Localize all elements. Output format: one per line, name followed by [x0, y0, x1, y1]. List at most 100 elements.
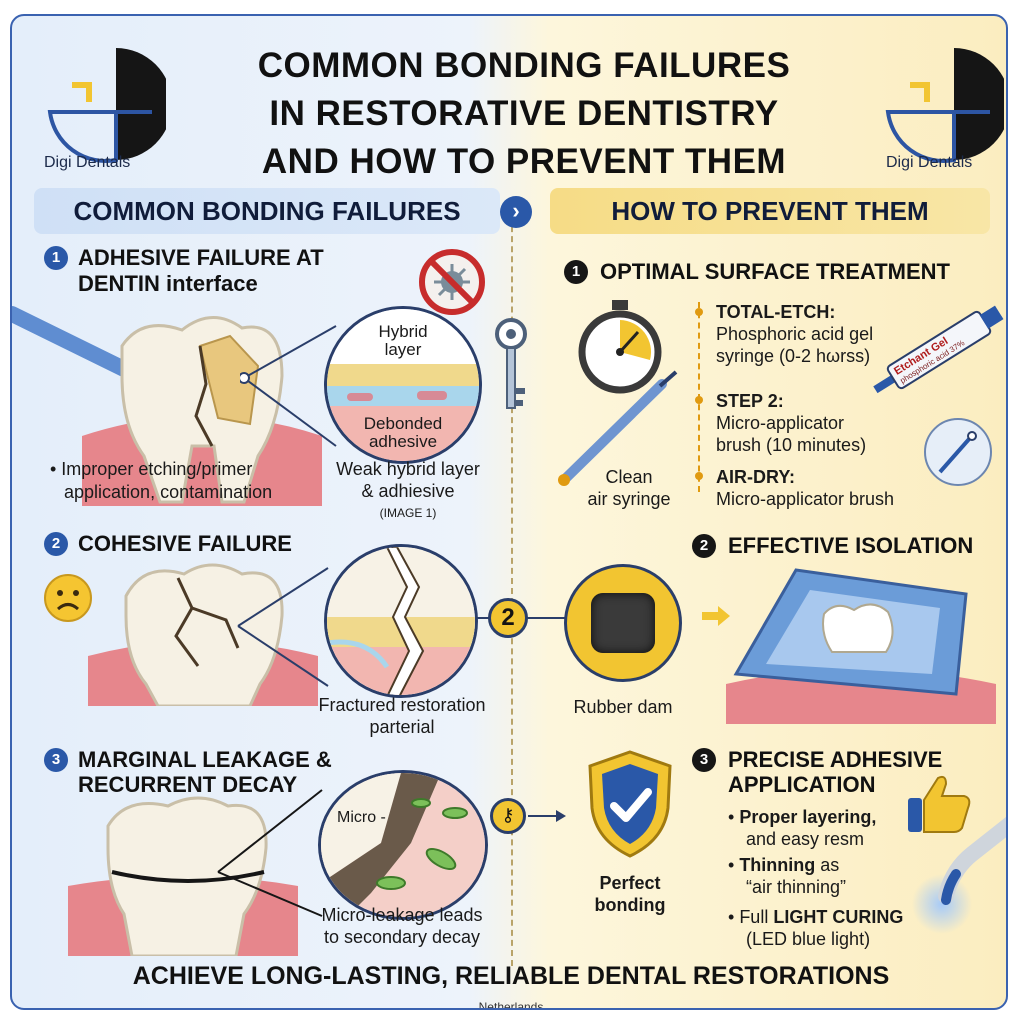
bullet-2-bold: Thinning [739, 855, 816, 875]
connector-number: 2 [501, 604, 515, 631]
no-contamination-icon [419, 249, 485, 315]
tooth-adhesive-failure-illustration [82, 316, 322, 506]
left-item-3-title-line-2: RECURRENT DECAY [78, 772, 298, 797]
zoom-connector-1 [240, 325, 337, 447]
logo-emblem-icon [47, 48, 172, 163]
logo-emblem-icon [885, 48, 1006, 163]
bullet-2: • Thinning as [728, 855, 840, 875]
hybrid-layer-label-line-2: layer [384, 340, 422, 359]
left-item-1-caption-note: (IMAGE 1) [379, 506, 437, 520]
left-item-3-caption-line-2: to secondary decay [323, 927, 481, 947]
arrow-right-icon [528, 810, 566, 822]
zoom-connector-3 [217, 789, 323, 917]
bullet-3-bold: LIGHT CURING [773, 907, 904, 927]
connector-number-badge: 2 [488, 598, 528, 638]
left-banner: COMMON BONDING FAILURES [34, 188, 500, 234]
shield-caption-line-1: Perfect [599, 873, 661, 893]
shield-check-icon [588, 750, 672, 858]
step-2-line-1: Micro-applicator [716, 413, 845, 433]
left-item-1-number: 1 [44, 246, 68, 270]
hybrid-layer-label-line-1: Hybrid [378, 322, 428, 341]
center-divider [511, 206, 513, 966]
bullet-2-rest: “air thinning” [746, 877, 847, 897]
bullet-1-bold: Proper layering, [739, 807, 877, 827]
left-item-1-caption-line-2: & adhiesive [361, 481, 455, 501]
curing-light-icon [912, 817, 1006, 934]
key-badge-icon: ⚷ [490, 798, 526, 834]
air-syringe-icon [558, 370, 678, 486]
left-item-3-caption-line-1: Micro-leakage leads [321, 905, 483, 925]
zoom-connector-2 [237, 567, 329, 687]
right-item-3-title-line-1: PRECISE ADHESIVE [728, 747, 943, 772]
debonded-label-line-1: Debonded [363, 414, 443, 433]
right-item-1-number: 1 [564, 260, 588, 284]
logo-right: Digi Dentals [874, 36, 1006, 171]
left-item-1-title-line-1: ADHESIVE FAILURE AT [78, 245, 324, 270]
left-item-2-caption-line-2: parterial [369, 717, 435, 737]
tooth-marginal-leakage-illustration [68, 796, 298, 956]
step-2-line-2: brush (10 minutes) [716, 435, 867, 455]
rubber-dam-icon [591, 593, 655, 653]
left-item-3-number: 3 [44, 748, 68, 772]
step-3-line-1: Micro-applicator brush [716, 489, 895, 509]
page-title-line-2: IN RESTORATIVE DENTISTRY [269, 94, 779, 133]
shield-caption-line-2: bonding [594, 895, 666, 915]
bullet-3: • Full LIGHT CURING [728, 907, 904, 927]
footer-tagline: ACHIEVE LONG-LASTING, RELIABLE DENTAL RE… [132, 962, 890, 990]
air-syringe-caption-line-1: Clean [605, 467, 653, 487]
air-syringe-caption-line-2: air syringe [587, 489, 671, 509]
logo-text-left: Digi Dentals [44, 154, 131, 171]
step-dot-1 [695, 308, 703, 316]
left-item-1-title-line-2: DENTIN interface [78, 271, 258, 296]
stopwatch-icon [578, 300, 662, 394]
right-item-2-title: EFFECTIVE ISOLATION [728, 533, 974, 558]
isolated-tooth-illustration [726, 568, 996, 724]
right-item-1-title: OPTIMAL SURFACE TREATMENT [600, 259, 950, 284]
left-item-3-title-line-1: MARGINAL LEAKAGE & [78, 747, 332, 772]
step-dot-2 [695, 396, 703, 404]
step-2-label: STEP 2: [716, 391, 784, 411]
right-item-2-number: 2 [692, 534, 716, 558]
left-item-2-caption-line-1: Fractured restoration [318, 695, 486, 715]
fracture-zoom [324, 544, 478, 698]
step-3-label: AIR-DRY: [716, 467, 795, 487]
page-title-line-3: AND HOW TO PREVENT THEM [261, 142, 787, 181]
logo-text-right: Digi Dentals [886, 154, 973, 171]
etchant-gel-syringe-icon: Etchant Gel phosphoric acid 37% [867, 297, 1006, 404]
rubber-dam-circle [564, 564, 682, 682]
key-icon [495, 318, 527, 409]
hybrid-layer-zoom: Hybrid layer Debonded adhesive [324, 306, 482, 464]
debonded-label-line-2: adhesive [368, 432, 438, 451]
step-1-label: TOTAL-ETCH: [716, 302, 836, 322]
micro-brush-icon [924, 418, 992, 486]
step-1-line-1: Phosphoric acid gel [716, 324, 874, 344]
left-item-2-number: 2 [44, 532, 68, 556]
micro-zoom-label: Micro - [337, 809, 386, 826]
rubber-dam-caption: Rubber dam [573, 697, 673, 717]
page-frame: Digi Dentals Digi Dentals COMMON BONDING… [10, 14, 1008, 1010]
left-item-1-bullet-line-1: • Improper etching/primer [50, 459, 253, 479]
left-item-1-caption-line-1: Weak hybrid layer [336, 459, 480, 479]
etchant-gel-label-line-1: Etchant Gel [892, 335, 951, 378]
tooth-cohesive-failure-illustration [88, 563, 318, 706]
banner-arrow-icon: › [500, 196, 532, 228]
right-banner: HOW TO PREVENT THEM [550, 188, 990, 234]
micro-leakage-zoom: Micro - [318, 770, 488, 920]
sad-face-icon [44, 574, 92, 622]
arrow-right-icon [702, 606, 730, 626]
thumbs-up-icon [908, 775, 971, 833]
right-item-3-number: 3 [692, 748, 716, 772]
bullet-2-suffix: as [815, 855, 840, 875]
page-title-line-1: COMMON BONDING FAILURES [257, 46, 791, 85]
left-item-1-bullet-line-2: application, contamination [64, 482, 273, 502]
right-item-3-title-line-2: APPLICATION [728, 772, 876, 797]
step-1-line-2: syringe (0-2 hωrss) [716, 346, 871, 366]
footer-note: Netherlands [478, 1000, 544, 1010]
bullet-3-rest: (LED blue light) [746, 929, 871, 949]
bullet-3-prefix: Full [739, 907, 774, 927]
bullet-1: • Proper layering, [728, 807, 877, 827]
left-item-2-title: COHESIVE FAILURE [78, 531, 292, 556]
step-dot-3 [695, 472, 703, 480]
bullet-1-rest: and easy resm [746, 829, 865, 849]
